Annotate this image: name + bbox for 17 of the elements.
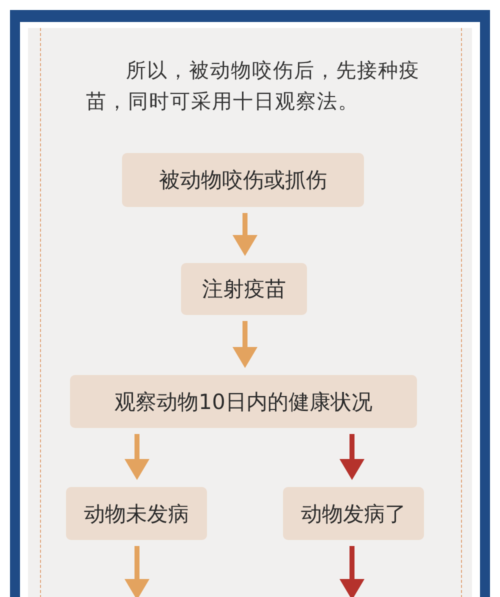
process-box (70, 375, 417, 428)
process-box (66, 487, 207, 540)
arrow (340, 546, 364, 597)
box-label: 动物未发病 (84, 500, 189, 528)
box-label: 动物发病了 (301, 500, 406, 528)
arrow (232, 213, 258, 256)
arrow (232, 321, 258, 368)
box-label: 被动物咬伤或抓伤 (159, 167, 327, 194)
box-label: 注射疫苗 (202, 276, 286, 303)
arrow (124, 546, 150, 597)
intro-paragraph: 所以，被动物咬伤后，先接种疫苗，同时可采用十日观察法。 (86, 57, 421, 115)
arrow (340, 434, 364, 480)
box-label: 观察动物10日内的健康状况 (114, 388, 372, 416)
process-box (181, 263, 307, 315)
process-box (283, 487, 424, 540)
process-box (122, 153, 364, 207)
arrow (124, 434, 150, 480)
